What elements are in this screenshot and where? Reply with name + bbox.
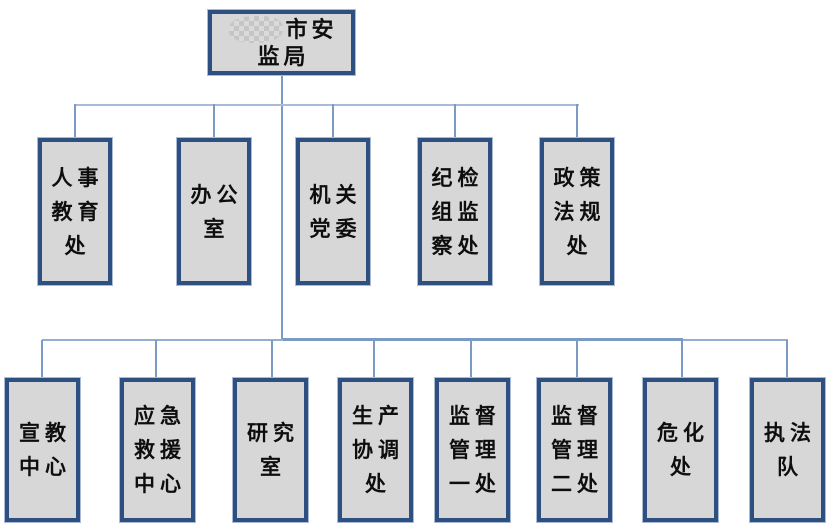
org-node-label: 研究 室 (247, 421, 299, 479)
org-node-root: 市安 监局 (208, 10, 355, 75)
connector-trunk (281, 75, 283, 341)
org-node-label: 政策 法规 处 (553, 165, 606, 258)
org-node-root-label: 市安 (285, 16, 338, 42)
org-node-shengchan-xietiao-chu: 生产 协调 处 (338, 378, 413, 522)
connector-stub (74, 104, 76, 140)
redacted-city-name-blur (229, 15, 284, 43)
org-node-xuanjiao-zhongxin: 宣教 中心 (5, 378, 80, 522)
org-node-jijian-jiancha-chu: 纪检 组监 察处 (418, 138, 492, 285)
org-node-root-label: 监局 (257, 43, 310, 69)
org-node-label: 执法 队 (764, 421, 816, 479)
connector-stub (271, 340, 273, 378)
org-node-jiguan-dangwei: 机关 党委 (296, 138, 370, 285)
org-node-root-line1: 市安 (225, 15, 338, 43)
connector-stub (681, 340, 683, 378)
connector-row3-horizontal-thick (283, 338, 683, 341)
connector-stub (470, 340, 472, 378)
org-node-label: 监督 管理 一处 (449, 404, 501, 496)
org-node-label: 人事 教育 处 (51, 165, 104, 258)
connector-stub (332, 104, 334, 140)
org-node-yanjiushi: 研究 室 (233, 378, 308, 522)
org-node-root-line2: 监局 (253, 43, 309, 70)
connector-stub (41, 340, 43, 378)
org-node-label: 监督 管理 二处 (551, 404, 603, 496)
connector-stub (454, 104, 456, 140)
org-node-label: 生产 协调 处 (352, 404, 404, 496)
connector-stub (576, 340, 578, 378)
connector-stub (576, 104, 578, 140)
org-node-weihua-chu: 危化 处 (643, 378, 718, 522)
org-node-yingji-jiuyuan-zhongxin: 应急 救援 中心 (120, 378, 195, 522)
connector-stub (213, 104, 215, 140)
connector-stub (155, 340, 157, 378)
org-node-jiandu-guanli-er-chu: 监督 管理 二处 (537, 378, 612, 522)
org-node-zhengce-fagui-chu: 政策 法规 处 (540, 138, 614, 285)
connector-stub (786, 340, 788, 378)
org-node-label: 纪检 组监 察处 (431, 165, 484, 258)
org-node-bangongshi: 办公 室 (177, 138, 251, 285)
connector-stub (373, 340, 375, 378)
org-node-renshi-jiaoyu-chu: 人事 教育 处 (38, 138, 112, 285)
connector-row2-horizontal (75, 104, 579, 106)
org-node-label: 危化 处 (657, 421, 709, 479)
org-node-label: 机关 党委 (309, 182, 362, 241)
org-node-jiandu-guanli-yi-chu: 监督 管理 一处 (435, 378, 510, 522)
org-node-label: 办公 室 (190, 182, 243, 241)
org-node-zhifa-dui: 执法 队 (750, 378, 825, 522)
org-node-label: 宣教 中心 (19, 421, 71, 479)
org-node-label: 应急 救援 中心 (134, 404, 186, 496)
